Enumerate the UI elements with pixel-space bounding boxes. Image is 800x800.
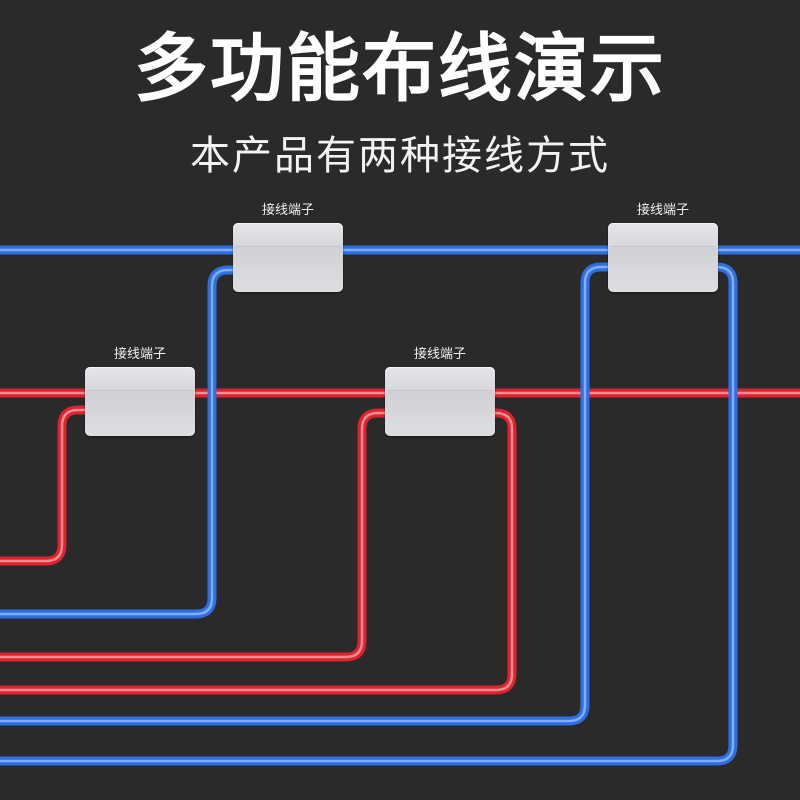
blue-branch-wire: [0, 262, 738, 766]
terminal-label: 接线端子: [261, 203, 314, 218]
red-wire-group: [0, 388, 800, 695]
page-title: 多功能布线演示: [134, 26, 666, 112]
blue-branch-wire: [0, 262, 611, 726]
terminal-block-red-2: [385, 367, 495, 436]
blue-over-red-crossings: [207, 375, 738, 411]
terminal-seam: [387, 390, 493, 392]
terminal-seam: [610, 246, 716, 248]
terminal-seam: [87, 390, 193, 392]
terminal-block-blue-2: [608, 223, 718, 292]
red-branch-wire: [0, 408, 517, 695]
terminal-label: 接线端子: [113, 347, 166, 362]
page-subtitle: 本产品有两种接线方式: [190, 133, 610, 179]
red-branch-wire: [0, 405, 88, 566]
terminal-block-blue-1: [233, 223, 343, 292]
terminal-label: 接线端子: [413, 347, 466, 362]
red-branch-wire: [0, 408, 388, 662]
blue-branch-wire: [0, 265, 236, 619]
terminal-block-red-1: [85, 367, 195, 436]
terminal-seam: [235, 246, 341, 248]
terminal-label: 接线端子: [636, 203, 689, 218]
blue-wire-group: [0, 245, 800, 766]
